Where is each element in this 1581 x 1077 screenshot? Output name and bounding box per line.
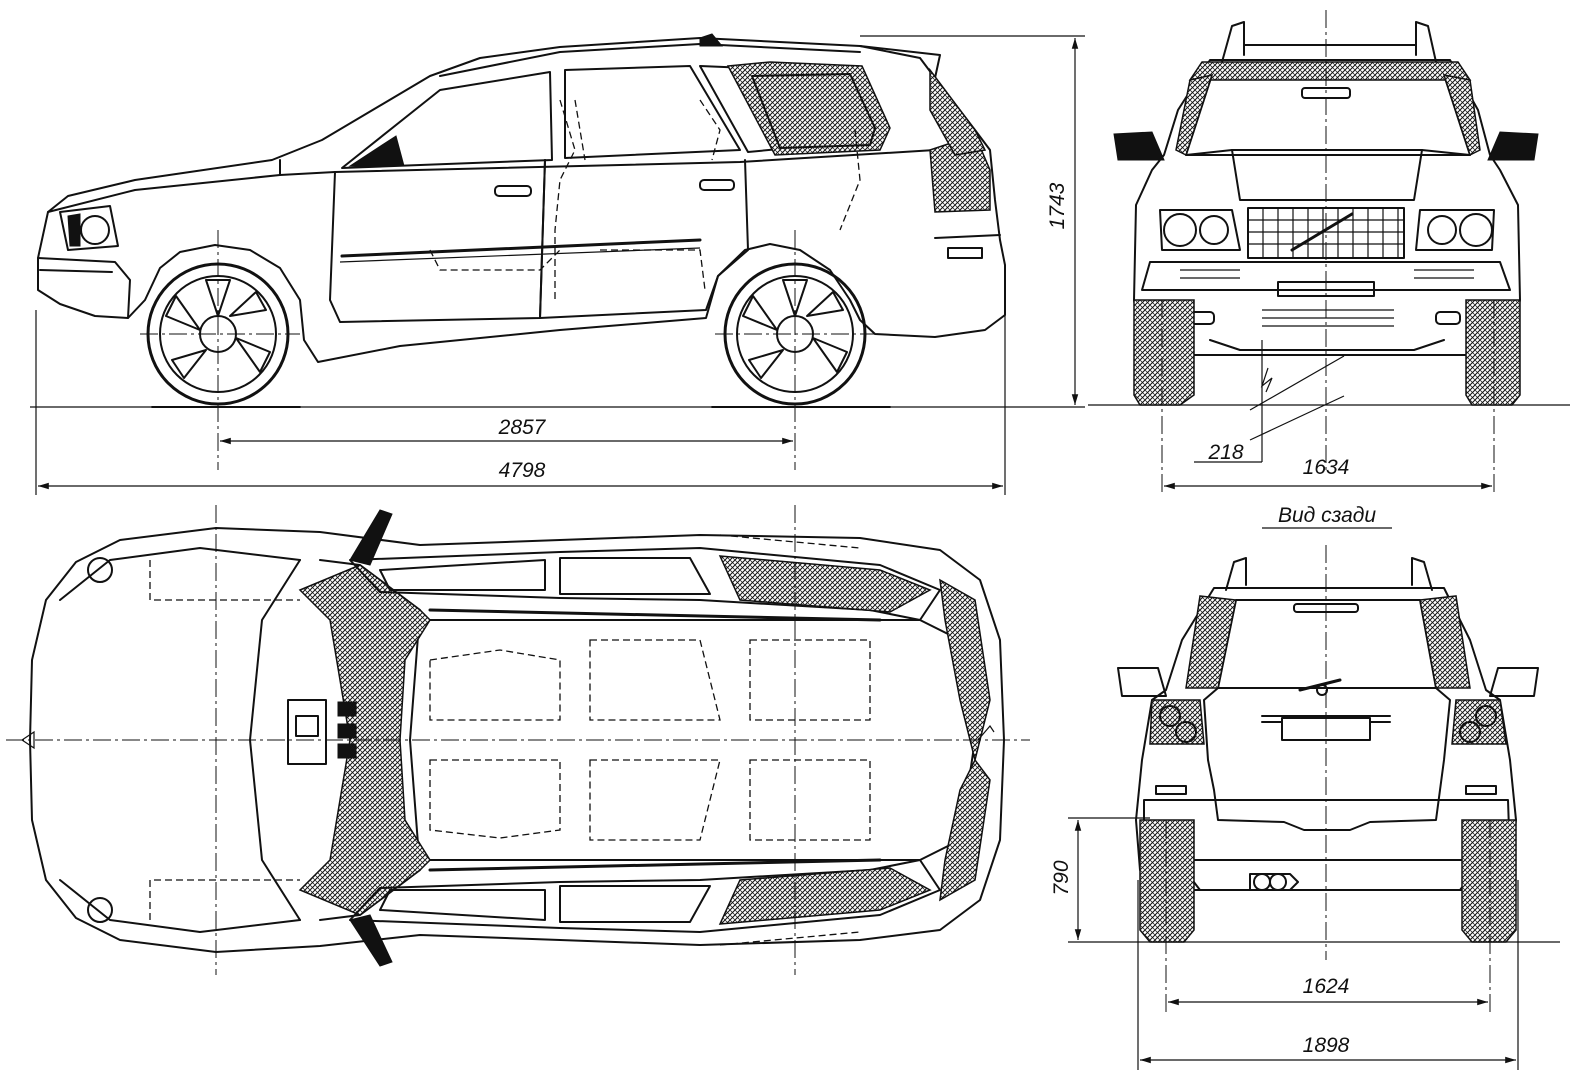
dimension-ground-clearance: 218 [1207,441,1243,464]
dimension-rear-overhang-height: 790 [1050,860,1073,895]
dimension-wheelbase: 2857 [498,416,547,439]
front-view [1088,10,1570,492]
caption-rear-view: Вид сзади [1278,504,1376,527]
rear-view [1068,527,1560,1070]
side-view [30,33,1085,495]
dimension-overall-width: 1898 [1303,1034,1350,1057]
top-view [6,505,1030,975]
dimension-overall-height: 1743 [1046,182,1069,229]
dimension-rear-track: 1624 [1303,975,1350,998]
dimension-overall-length: 4798 [499,459,546,482]
dimension-front-track: 1634 [1303,456,1350,479]
